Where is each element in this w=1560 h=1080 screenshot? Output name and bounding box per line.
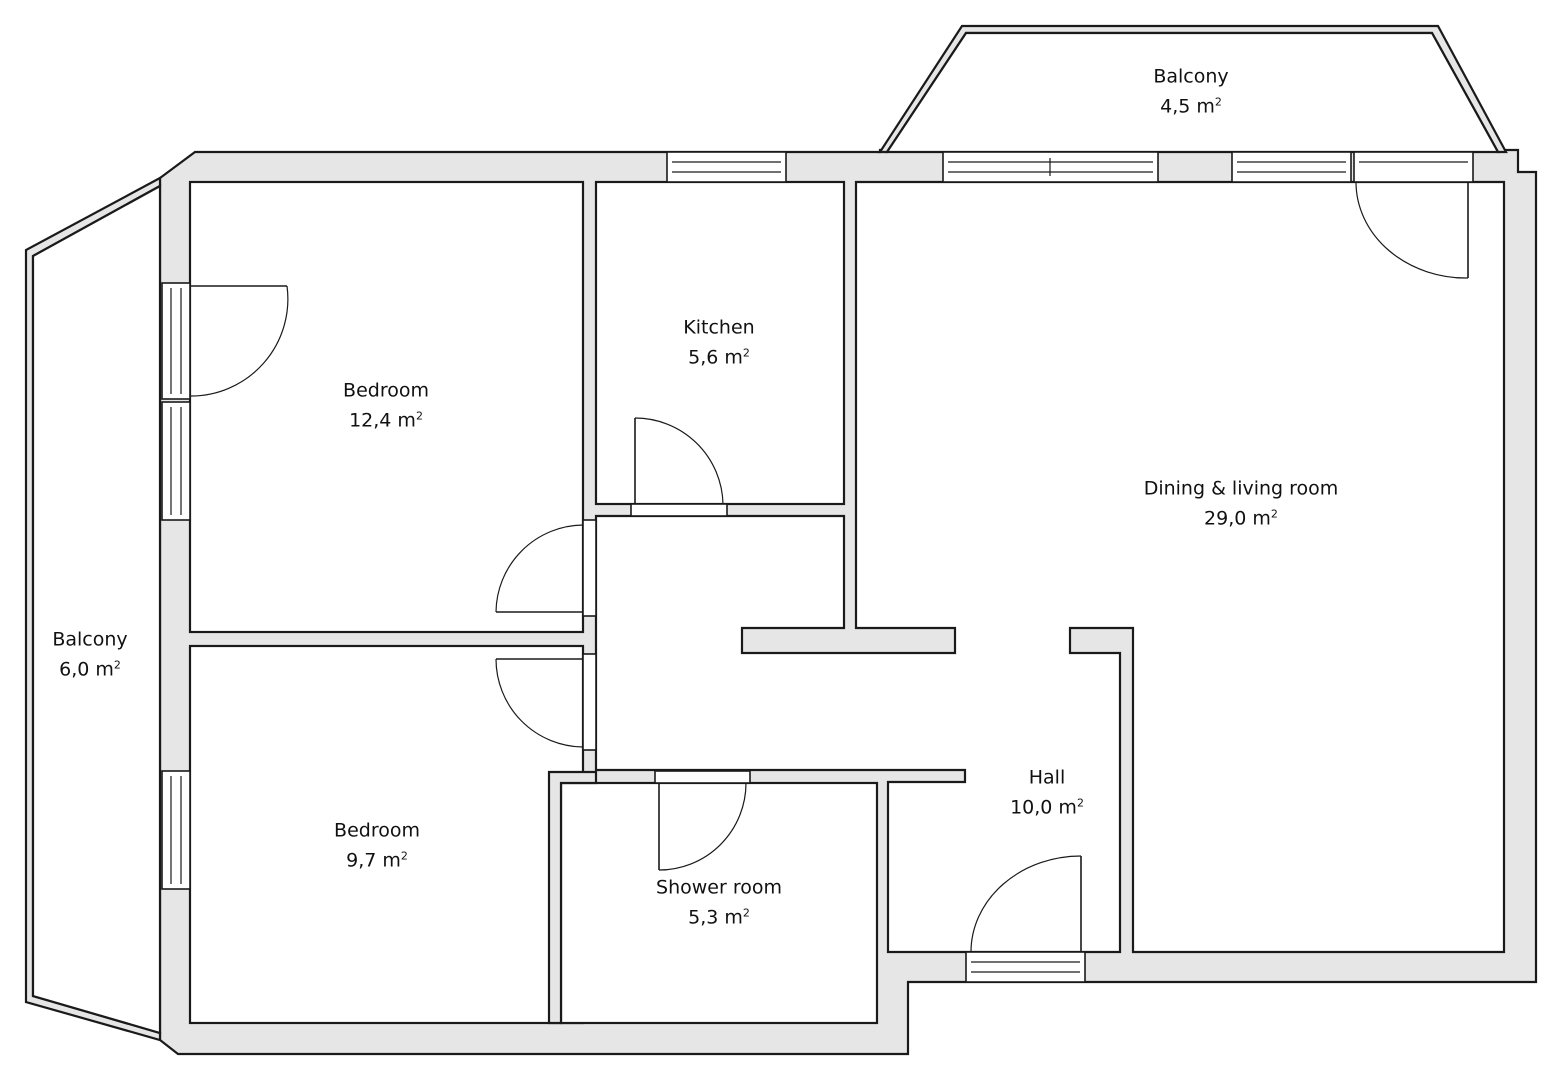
window-living-2 bbox=[1231, 151, 1352, 183]
room-area: 29,0 m2 bbox=[1204, 507, 1278, 530]
room-label-kitchen: Kitchen 5,6 m2 bbox=[683, 315, 754, 370]
bedroom-1-floor bbox=[188, 180, 585, 634]
room-name: Bedroom bbox=[334, 819, 420, 842]
room-name: Hall bbox=[1028, 766, 1066, 789]
room-area: 5,3 m2 bbox=[688, 906, 750, 929]
balcony-left-floor bbox=[31, 184, 162, 1035]
room-label-bedroom-1: Bedroom 12,4 m2 bbox=[343, 378, 429, 433]
room-name: Dining & living room bbox=[1143, 477, 1339, 500]
room-label-balcony-top: Balcony 4,5 m2 bbox=[1153, 64, 1228, 119]
door-bedroom-1-balcony bbox=[189, 285, 289, 397]
room-name: Balcony bbox=[1153, 65, 1229, 88]
room-name: Balcony bbox=[52, 628, 128, 651]
bedroom-2-floor bbox=[188, 644, 585, 1025]
room-label-hall: Hall 10,0 m2 bbox=[1010, 765, 1084, 820]
entrance-door-frame bbox=[965, 951, 1086, 983]
room-area: 5,6 m2 bbox=[688, 346, 750, 369]
window-bedroom-1-a bbox=[161, 282, 191, 400]
room-label-shower-room: Shower room 5,3 m2 bbox=[656, 875, 782, 930]
room-area: 4,5 m2 bbox=[1160, 95, 1222, 118]
room-area: 9,7 m2 bbox=[346, 849, 408, 872]
window-living-1 bbox=[942, 151, 1159, 183]
room-label-bedroom-2: Bedroom 9,7 m2 bbox=[334, 818, 420, 873]
door-bedroom-1 bbox=[495, 524, 584, 613]
door-living-balcony bbox=[1355, 181, 1469, 279]
door-entrance bbox=[970, 855, 1082, 953]
room-label-balcony-left: Balcony 6,0 m2 bbox=[52, 627, 127, 682]
door-shower bbox=[658, 782, 747, 871]
bedroom-2-door-frame bbox=[582, 653, 597, 751]
room-area: 6,0 m2 bbox=[59, 658, 121, 681]
room-area: 10,0 m2 bbox=[1010, 796, 1084, 819]
kitchen-door-frame bbox=[630, 503, 728, 517]
window-kitchen bbox=[666, 151, 787, 183]
living-hall-floor bbox=[594, 180, 1506, 954]
passage-step bbox=[547, 770, 598, 1025]
bedroom-1-door-frame bbox=[582, 519, 597, 617]
room-label-dining-living: Dining & living room 29,0 m2 bbox=[1144, 476, 1339, 531]
window-bedroom-2 bbox=[161, 770, 191, 890]
balcony-door-frame bbox=[1353, 151, 1474, 183]
room-name: Kitchen bbox=[683, 316, 755, 339]
room-name: Bedroom bbox=[343, 379, 429, 402]
shower-door-frame bbox=[654, 770, 751, 784]
door-kitchen bbox=[634, 417, 724, 505]
room-area: 12,4 m2 bbox=[349, 409, 423, 432]
room-name: Shower room bbox=[656, 876, 782, 899]
door-bedroom-2 bbox=[495, 658, 584, 748]
window-bedroom-1-b bbox=[161, 401, 191, 521]
